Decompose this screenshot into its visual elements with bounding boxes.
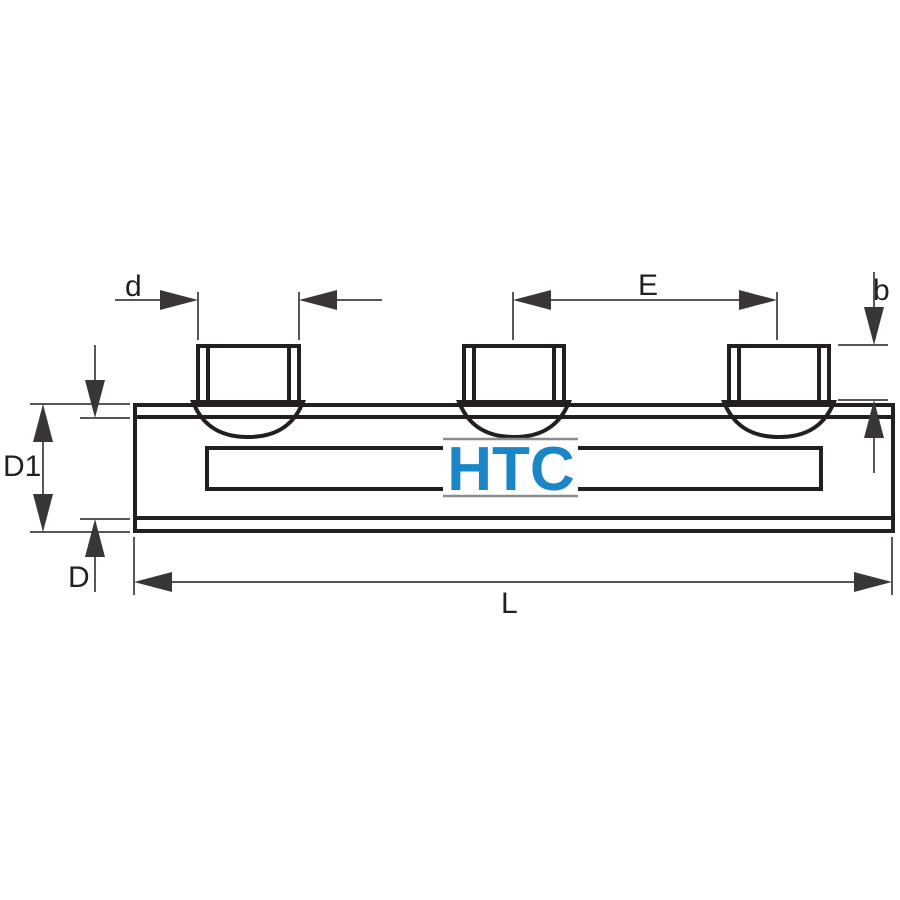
port-3-outline xyxy=(727,344,831,404)
logo-backdrop xyxy=(443,442,578,492)
port-2-outline xyxy=(462,344,566,404)
dim-d-arrow-left xyxy=(160,290,198,310)
dim-b-label: b xyxy=(873,274,890,307)
dim-d1-arrow-bottom xyxy=(33,494,53,532)
dimension-b: b xyxy=(838,272,890,473)
dim-l-arrow-right xyxy=(854,572,892,592)
dim-big-d-label: D xyxy=(68,561,90,594)
port-2-saddle xyxy=(456,400,572,440)
dim-d-label: d xyxy=(125,270,142,303)
dimension-d: d xyxy=(115,270,382,340)
port-1-outline xyxy=(196,344,301,404)
dim-big-d-arrow-bottom xyxy=(85,519,105,557)
dimension-l: L xyxy=(133,537,893,620)
body-outline xyxy=(133,403,895,533)
dim-d1-label: D1 xyxy=(3,450,41,483)
logo-text: HTC xyxy=(447,435,574,504)
dimension-big-d: D xyxy=(68,345,130,594)
port-3-saddle xyxy=(721,400,837,440)
dim-big-d-arrow-top xyxy=(85,380,105,418)
dim-b-arrow-top xyxy=(864,307,884,345)
dim-b-arrow-bottom xyxy=(864,400,884,438)
outlet-port-2 xyxy=(456,344,572,440)
dim-e-arrow-right xyxy=(739,290,777,310)
port-1-saddle xyxy=(190,400,306,440)
dim-e-arrow-left xyxy=(513,290,551,310)
dimension-e: E xyxy=(512,269,778,340)
outlet-port-1 xyxy=(190,344,306,440)
dim-l-label: L xyxy=(501,587,518,620)
outlet-port-3 xyxy=(721,344,837,440)
dim-d1-arrow-top xyxy=(33,404,53,442)
htc-logo: HTC xyxy=(443,435,578,504)
dim-l-arrow-left xyxy=(134,572,172,592)
dimension-d1: D1 xyxy=(3,403,130,533)
dim-d-arrow-right xyxy=(299,290,337,310)
dim-e-label: E xyxy=(638,269,658,302)
